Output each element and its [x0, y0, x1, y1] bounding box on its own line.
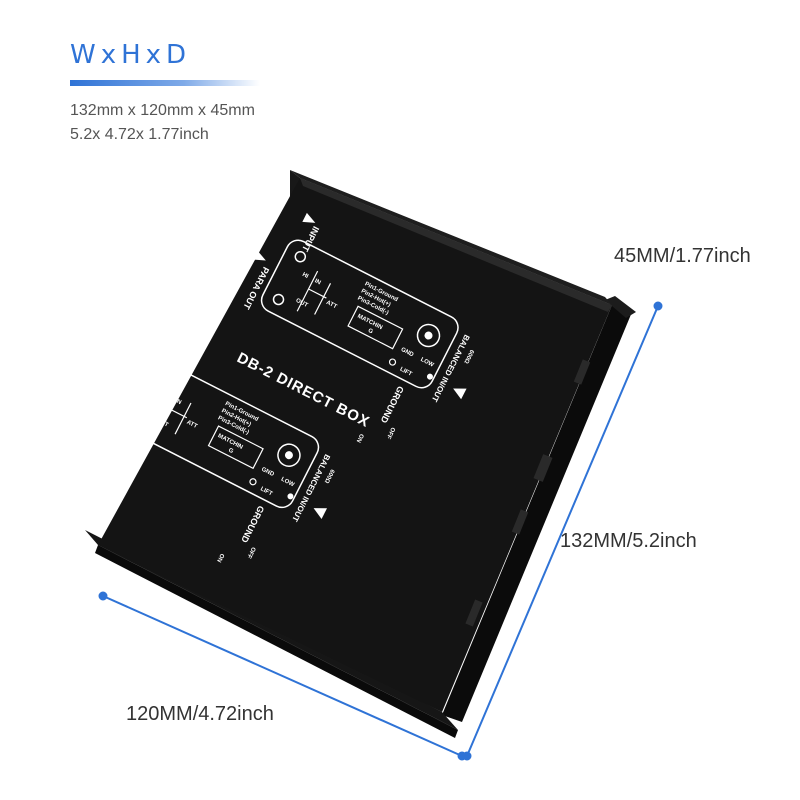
on-label: ON — [215, 552, 224, 563]
att-label: ATT — [50, 432, 67, 452]
out-jack-icon — [133, 413, 145, 425]
xlr-connector-icon — [277, 443, 301, 467]
g-label: G — [227, 448, 234, 456]
channel-1-panel — [260, 239, 459, 389]
dimension-lines — [98, 301, 663, 761]
length-dimension-label: 132MM/5.2inch — [560, 530, 697, 552]
channel-2-panel — [121, 359, 320, 509]
depth-dimension-label: 45MM/1.77inch — [614, 245, 751, 267]
length-line — [466, 305, 659, 757]
hi-label: HI — [301, 272, 309, 280]
in-label: IN — [174, 398, 182, 406]
imperial-size: 5.2x 4.72x 1.77inch — [70, 126, 209, 143]
dimensions-heading: WxHxD — [70, 40, 192, 70]
gnd-label: GND — [400, 347, 415, 359]
in-label: IN — [314, 278, 322, 286]
para-out-arrow-icon — [113, 370, 127, 381]
low-label: LOW — [419, 357, 434, 369]
hi-jack-icon — [294, 250, 307, 263]
lift-label: LIFT — [259, 486, 273, 497]
hi-jack-icon — [154, 370, 167, 383]
input-arrow-icon — [302, 212, 316, 223]
off-label: OFF — [385, 426, 396, 440]
lift-label: LIFT — [399, 367, 413, 378]
off-label: OFF — [245, 546, 256, 560]
on-label: ON — [355, 432, 364, 443]
g-label: G — [367, 328, 374, 336]
att-circuit-label: ATT — [185, 420, 198, 431]
att-switch-icon — [184, 290, 200, 314]
att-circuit-label: ATT — [325, 300, 338, 311]
direct-box-device — [85, 170, 636, 738]
balanced-arrow-icon — [453, 388, 467, 400]
att-switch-icon — [45, 410, 61, 434]
xlr-connector-icon — [416, 323, 441, 348]
gnd-label: GND — [260, 467, 275, 479]
low-label: LOW — [280, 477, 295, 489]
att-label: ATT — [190, 312, 207, 332]
para-out-arrow-icon — [252, 250, 266, 261]
circuit-lines-icon — [296, 270, 332, 315]
balanced-arrow-icon — [313, 508, 328, 519]
metric-size: 132mm x 120mm x 45mm — [70, 102, 255, 119]
out-jack-icon — [272, 293, 285, 306]
heading-underline — [70, 80, 260, 86]
width-dimension-label: 120MM/4.72inch — [126, 703, 274, 725]
input-arrow-icon — [162, 332, 176, 343]
circuit-lines-icon — [157, 390, 192, 435]
width-line — [102, 595, 463, 757]
hi-label: HI — [161, 392, 169, 400]
